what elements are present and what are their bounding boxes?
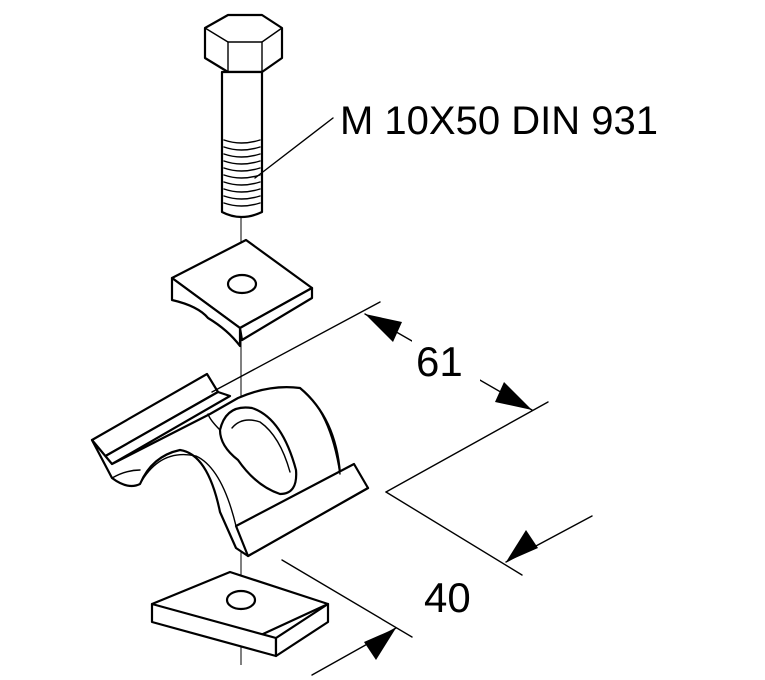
bolt-thread bbox=[223, 139, 261, 207]
clamp-body bbox=[90, 372, 370, 558]
arrow-61-end bbox=[495, 382, 532, 410]
arrow-40-top bbox=[506, 530, 538, 562]
bolt-hex-head bbox=[203, 13, 284, 74]
arrow-40-bottom bbox=[364, 628, 396, 660]
dimension-61: 61 bbox=[211, 301, 549, 493]
dimension-40-label: 40 bbox=[424, 574, 471, 621]
dimension-40: 40 bbox=[281, 491, 593, 676]
arrow-61-start bbox=[365, 314, 402, 342]
lower-plate bbox=[150, 570, 330, 658]
upper-saddle-washer bbox=[170, 238, 314, 348]
dimension-61-label: 61 bbox=[416, 338, 463, 385]
bolt-leader-line bbox=[254, 117, 334, 179]
plate-hole bbox=[225, 589, 257, 611]
bolt-spec-label: M 10X50 DIN 931 bbox=[340, 99, 658, 143]
clamp-slot bbox=[218, 406, 298, 496]
washer-hole bbox=[226, 273, 258, 295]
bolt bbox=[203, 13, 284, 219]
bolt-shank bbox=[220, 70, 264, 219]
